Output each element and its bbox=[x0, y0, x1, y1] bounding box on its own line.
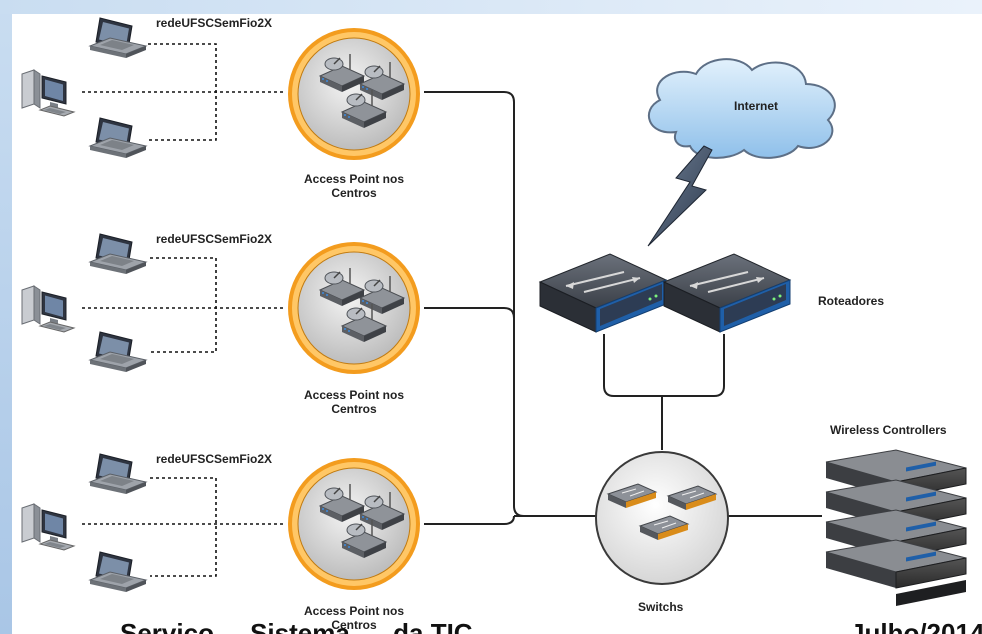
access-point-2-icon bbox=[288, 242, 420, 374]
router-2-icon bbox=[663, 253, 791, 333]
ssid-label-1: redeUFSCSemFio2X bbox=[156, 16, 273, 30]
client-group-2 bbox=[21, 233, 147, 373]
access-point-label-2: Access Point nos Centros bbox=[303, 388, 405, 416]
routers-label: Roteadores bbox=[818, 294, 885, 308]
access-point-label-3: Access Point nos Centros bbox=[303, 604, 405, 632]
access-point-label-1: Access Point nos Centros bbox=[303, 172, 405, 200]
footer-left-text: Serviço.....Sistema......da TIC....... bbox=[120, 618, 524, 634]
client-group-3 bbox=[21, 453, 147, 593]
laptop-icon bbox=[89, 331, 147, 373]
access-point-3-icon bbox=[288, 458, 420, 590]
wireless-controller-icon bbox=[825, 449, 967, 606]
background-strip-top bbox=[0, 0, 982, 14]
desktop-icon bbox=[21, 503, 75, 551]
background-strip-left bbox=[0, 0, 12, 634]
laptop-icon bbox=[89, 17, 147, 59]
switch-circle-icon bbox=[595, 451, 729, 585]
client-group-1 bbox=[21, 17, 147, 159]
router-1-icon bbox=[539, 253, 667, 333]
wireless-controllers-label: Wireless Controllers bbox=[830, 423, 947, 437]
laptop-icon bbox=[89, 117, 147, 159]
footer-right-text: Julho/2014 bbox=[850, 618, 982, 634]
internet-cloud-icon bbox=[648, 58, 836, 159]
laptop-icon bbox=[89, 551, 147, 593]
access-point-1-icon bbox=[288, 28, 420, 160]
ssid-label-2: redeUFSCSemFio2X bbox=[156, 232, 273, 246]
lightning-bolt-icon bbox=[647, 145, 713, 247]
desktop-icon bbox=[21, 285, 75, 333]
laptop-icon bbox=[89, 453, 147, 495]
switches-label: Switchs bbox=[638, 600, 684, 614]
ssid-label-3: redeUFSCSemFio2X bbox=[156, 452, 273, 466]
desktop-icon bbox=[21, 69, 75, 117]
laptop-icon bbox=[89, 233, 147, 275]
footer-caption: Serviço.....Sistema......da TIC....... J… bbox=[0, 618, 982, 634]
internet-label: Internet bbox=[734, 99, 779, 113]
client-links bbox=[82, 43, 286, 577]
backbone-links bbox=[424, 91, 822, 525]
